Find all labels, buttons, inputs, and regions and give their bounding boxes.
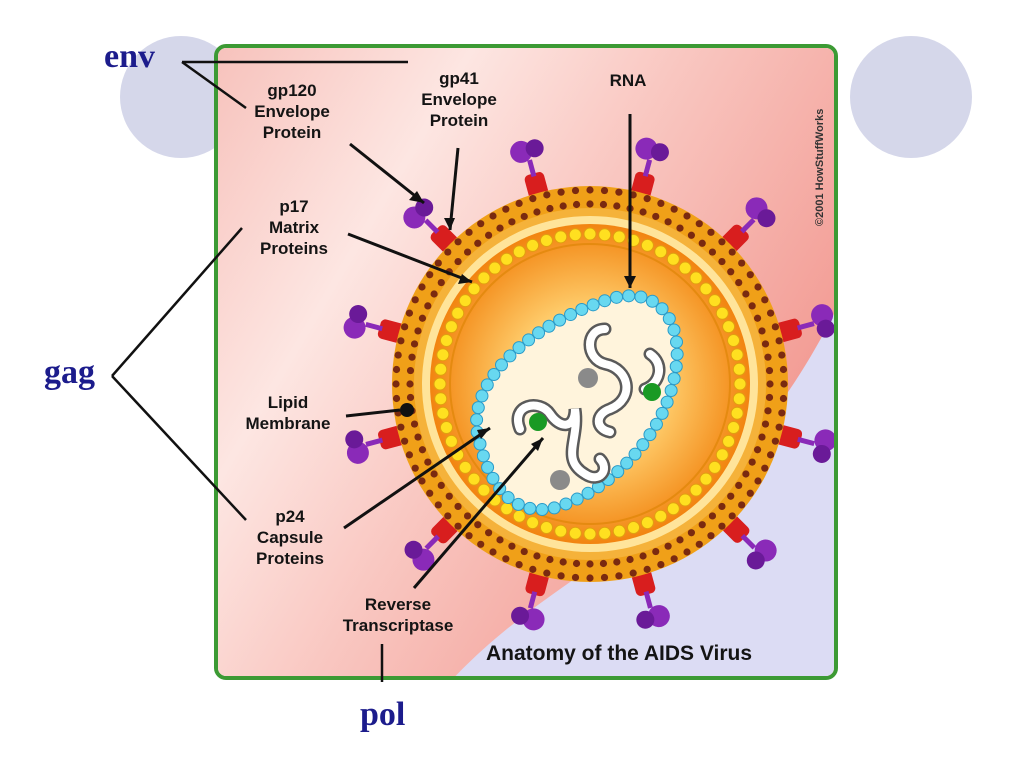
slide-decoration-circle [850,36,972,158]
env-group-label: env [104,38,155,75]
copyright-notice: ©2001 HowStuffWorks [814,108,826,226]
reverse-transcriptase-dot [578,368,598,388]
envelope-spike [343,305,410,345]
background-lavender [455,314,834,676]
pol-group-label: pol [360,696,406,733]
gag-group-label: gag [44,354,95,391]
protein-dot [643,383,661,401]
virus-diagram [218,48,834,676]
rna-label: RNA [609,71,647,90]
protein-dot [529,413,547,431]
leader-lines [343,114,632,589]
diagram-caption: Anatomy of the AIDS Virus [486,642,753,665]
reverse-transcriptase-dot [550,470,570,490]
virus-particle [343,137,834,631]
